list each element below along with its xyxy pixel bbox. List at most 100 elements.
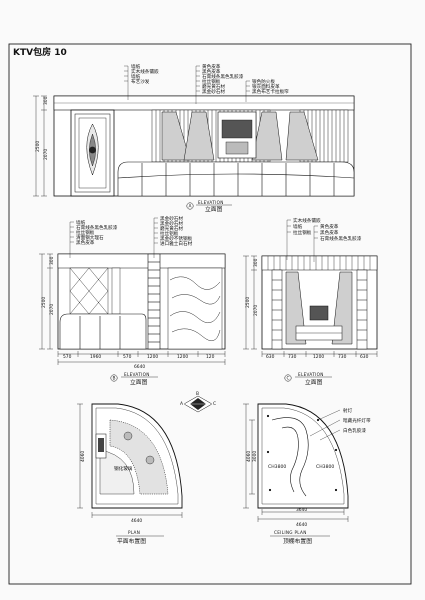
label-a-right-0: 黄色皮革 — [202, 63, 221, 70]
curtains — [161, 111, 319, 161]
sheet-title: KTV包房 10 — [13, 48, 67, 58]
elevation-b: 300 2500 2070 570 1960 570 1200 1200 120… — [39, 215, 226, 386]
dim-a-2: 2070 — [43, 149, 49, 160]
dim-b-h5: 120 — [206, 354, 215, 360]
elevation-c: 300 2500 2070 630 730 1200 730 630 实木线 — [243, 217, 378, 386]
marble-panel — [167, 267, 223, 350]
label-b-left-2: 拉丝钢板 — [76, 229, 95, 236]
center-screen — [217, 111, 257, 159]
sofa — [117, 161, 355, 197]
label-b-right-1: 黑金砂石材 — [160, 220, 183, 227]
dim-c-v2: 2070 — [253, 305, 259, 316]
label-c-1: 墙纸 — [293, 223, 303, 230]
label-a-far-0: 银色防火板 — [252, 78, 275, 85]
leaders-a — [124, 65, 250, 104]
label-a-far-1: 银灰面料皮革 — [252, 83, 280, 90]
plan-title-en: PLAN — [128, 530, 140, 535]
ceiling-dim-h1: 4640 — [296, 522, 307, 528]
label-b-left-4: 黑色皮革 — [76, 239, 95, 246]
sofa-b — [59, 313, 147, 350]
compass-a: A — [180, 401, 183, 407]
sheet-border — [8, 43, 412, 585]
compass-b: B — [196, 391, 199, 397]
dim-b-h2: 570 — [123, 354, 132, 360]
label-a-right-1: 黑色皮革 — [202, 68, 221, 75]
label-b-left-0: 墙纸 — [76, 219, 86, 226]
door — [70, 109, 115, 197]
label-a-left-3: 布艺沙发 — [131, 78, 150, 85]
dim-b-v2: 2070 — [49, 304, 55, 315]
dim-c-h1: 730 — [288, 354, 297, 360]
ceiling-dim-v0: 3000 — [252, 451, 258, 462]
plan-dim-h: 4640 — [131, 518, 142, 524]
elevation-b-title-en: ELEVATION — [124, 372, 150, 377]
label-a-left-2: 墙纸 — [131, 73, 141, 80]
marker-c-letter: C — [287, 376, 290, 382]
label-c-5: 石膏线条黑色乳胶漆 — [320, 235, 362, 242]
elevation-a-title-en: ELEVATION — [198, 200, 224, 205]
marker-b-letter: B — [113, 376, 116, 382]
dim-a-0: 300 — [43, 96, 49, 105]
plan-title-cn: 平面布置图 — [117, 537, 146, 545]
dim-c-h0: 630 — [266, 354, 275, 360]
ceiling-fixture-1: CH3800 — [316, 464, 334, 470]
dim-c-v0: 300 — [253, 258, 259, 267]
label-a-left-0: 墙纸 — [131, 63, 141, 70]
ceiling-outline — [257, 403, 349, 509]
label-a-left-1: 实木线条镶嵌 — [131, 68, 159, 75]
elevation-c-title-cn: 立面图 — [305, 378, 323, 386]
label-b-right-5: 进口雅士白石材 — [160, 240, 193, 247]
marker-a — [186, 202, 194, 210]
view-compass — [183, 395, 213, 413]
ceiling-dim-h0: 3640 — [296, 507, 307, 513]
elevation-a: 300 2500 2070 墙纸 实木线条镶嵌 墙纸 布艺沙发 黄色皮革 黑色皮… — [33, 63, 355, 213]
label-a-right-3: 拉丝钢板 — [202, 78, 221, 85]
label-a-right-5: 黑金砂石材 — [202, 88, 225, 95]
elevation-c-title-en: ELEVATION — [298, 372, 324, 377]
floor-plan: 钢化玻璃 4060 4640 A B C PLAN 平面布置图 — [77, 391, 216, 545]
label-c-0: 实木线条镶嵌 — [293, 217, 321, 224]
elevation-b-title-cn: 立面图 — [130, 378, 148, 386]
elevation-a-title-cn: 立面图 — [205, 205, 223, 213]
dim-c-h3: 730 — [338, 354, 347, 360]
dim-b-v1: 2500 — [41, 297, 47, 308]
dim-a-1: 2500 — [35, 141, 41, 152]
ceiling-title-en: CEILING PLAN — [274, 530, 307, 535]
diamond-panel — [69, 267, 109, 315]
dim-c-v1: 2500 — [245, 297, 251, 308]
compass-c: C — [213, 401, 216, 407]
dim-b-total: 6640 — [134, 364, 145, 370]
marker-b — [110, 374, 118, 382]
label-c-4: 黑色皮革 — [320, 229, 339, 236]
marker-a-letter: A — [189, 204, 192, 210]
label-b-left-1: 石膏线条黑色乳胶漆 — [76, 224, 118, 231]
label-c-3: 黄色皮革 — [320, 223, 339, 230]
label-a-right-2: 石膏线条黑色乳胶漆 — [202, 73, 244, 80]
ceiling-label-0: 射灯 — [343, 407, 353, 414]
tv — [309, 305, 329, 321]
label-b-right-3: 拉丝铝板 — [160, 230, 179, 237]
label-a-right-4: 磨光黄石材 — [202, 83, 225, 90]
label-a-far-2: 黑色布艺卡拉板帘 — [252, 88, 289, 95]
label-b-right-4: 黑金砂不锈钢板 — [160, 235, 193, 242]
plan-dim-v: 4060 — [80, 451, 86, 462]
dim-b-h4: 1200 — [177, 354, 188, 360]
ceiling-title-cn: 顶棚布置图 — [283, 537, 312, 545]
label-b-right-0: 黑金砂石材 — [160, 215, 183, 222]
elevation-a-dims — [33, 95, 47, 197]
label-b-left-3: 清面钢大理石 — [76, 234, 104, 241]
ceiling-fixture-0: CH3800 — [268, 464, 286, 470]
dim-b-h0: 570 — [63, 354, 72, 360]
dim-b-v0: 300 — [49, 256, 55, 265]
marker-c — [284, 374, 292, 382]
dim-c-h4: 630 — [360, 354, 369, 360]
dim-c-h2: 1200 — [313, 354, 324, 360]
label-b-right-2: 磨光黄石材 — [160, 225, 183, 232]
plan-inner-label: 钢化玻璃 — [114, 465, 133, 472]
ceiling-plan: CH3800 CH3800 射灯 暗藏光纤灯带 白色乳胶漆 — [243, 403, 371, 545]
ceiling-dim-v1: 4060 — [246, 451, 252, 462]
label-c-2: 拉丝钢板 — [293, 229, 312, 236]
dim-b-h3: 1200 — [147, 354, 158, 360]
